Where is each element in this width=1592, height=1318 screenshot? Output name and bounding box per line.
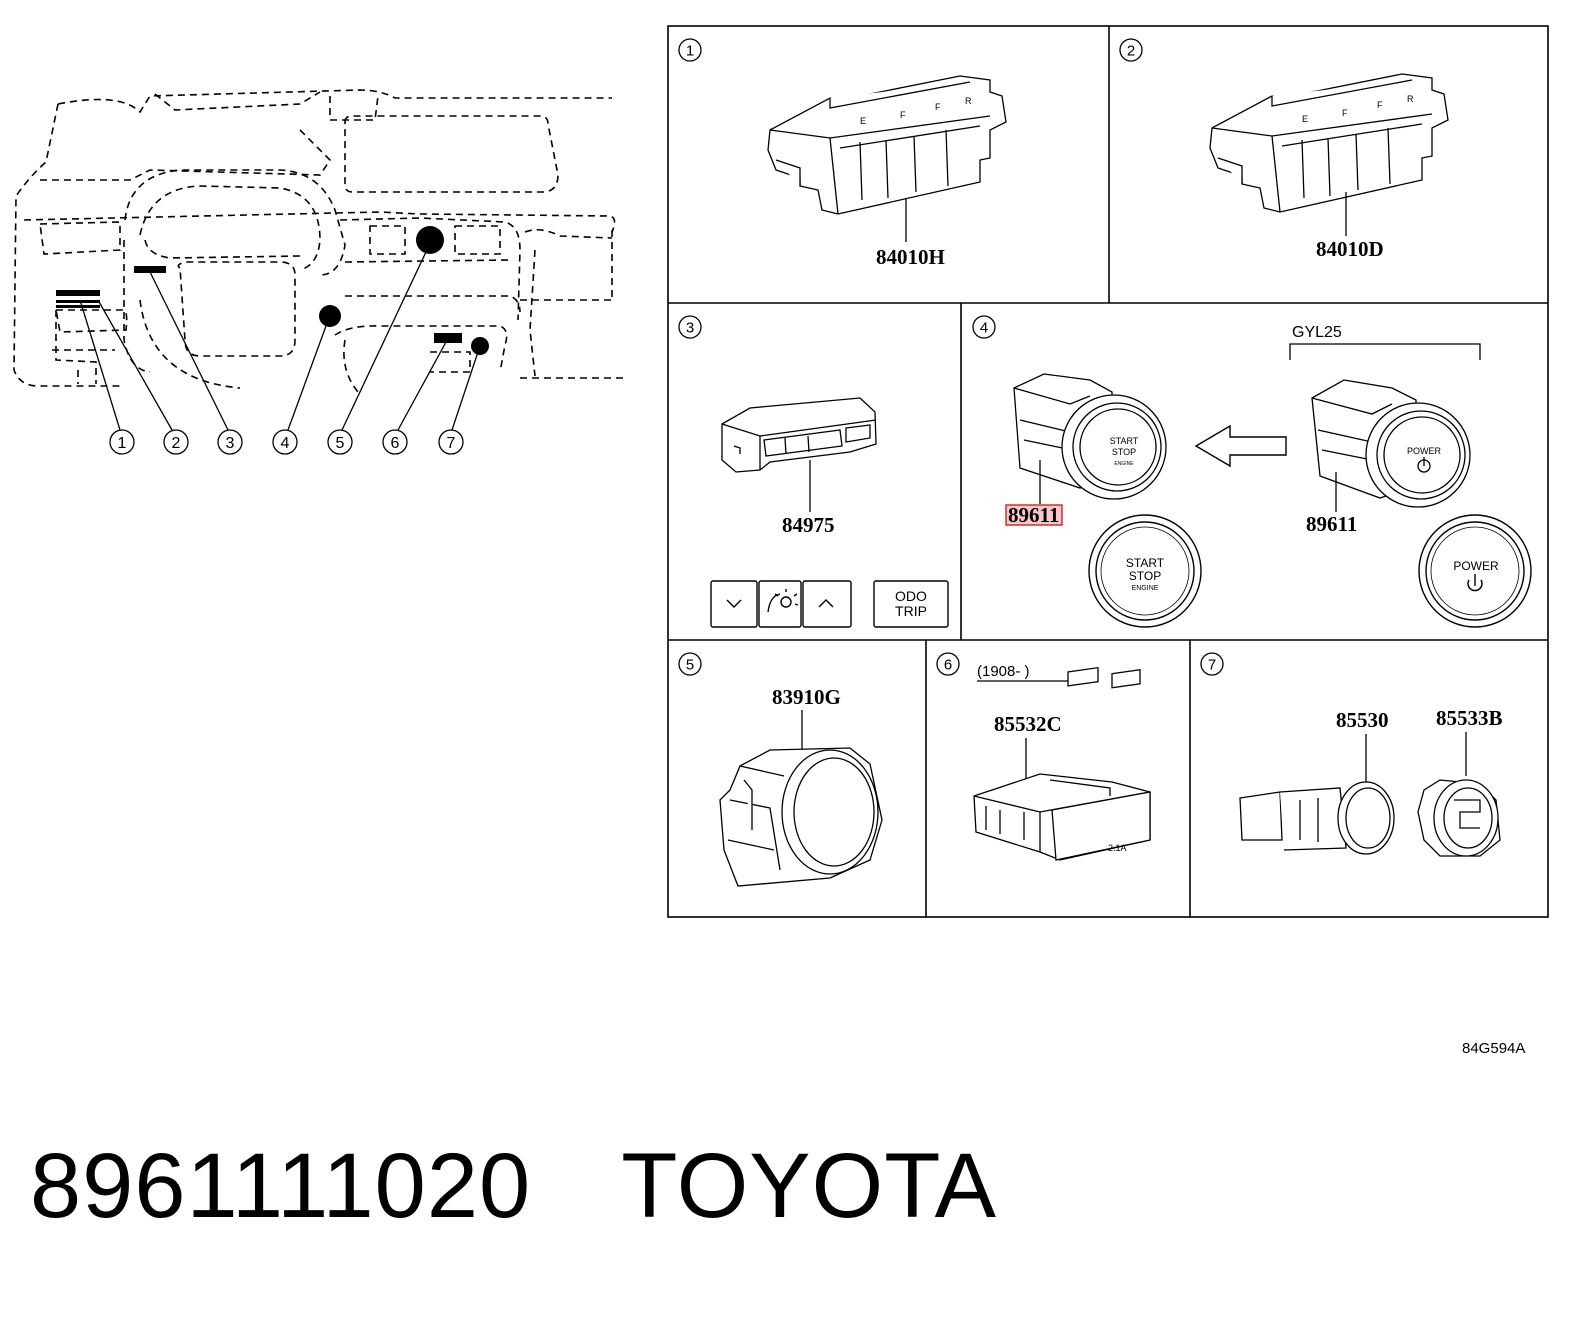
panel-number-4: 4 [972,315,996,339]
usb-charger-drawing [973,666,1151,861]
start-stop-face [1088,514,1202,628]
overview-callout-7-text: 7 [447,435,456,452]
overview-callout-5-text: 5 [336,435,345,452]
switch-block-84010H-drawing: E F F R [767,75,1007,215]
dashboard-markers [56,226,489,355]
overview-callout-5: 5 [327,429,353,455]
overview-callout-2-text: 2 [172,435,181,452]
power-icon [1467,579,1483,592]
engine-text-small: ENGINE [1114,461,1134,467]
panel-number-6: 6 [936,652,960,676]
overview-callout-7: 7 [438,429,464,455]
date-note: (1908- ) [977,663,1030,680]
part-label-84010H: 84010H [876,245,945,269]
overview-callout-4-text: 4 [281,435,290,452]
odo-label: ODO [895,588,927,604]
start-text-small: START [1110,436,1139,446]
panel-number-1-text: 1 [686,42,694,59]
overview-callout-6: 6 [382,429,408,455]
variant-label-gyl25: GYL25 [1292,324,1342,341]
overview-callout-3: 3 [217,429,243,455]
overview-callout-4: 4 [272,429,298,455]
combination-meter-drawing [719,747,883,887]
dimmer-icon [767,589,799,613]
power-text-small: POWER [1407,446,1442,456]
part-label-85533B: 85533B [1436,706,1503,730]
power-face [1418,514,1532,628]
part-label-85530: 85530 [1336,708,1389,732]
panel-number-2: 2 [1119,38,1143,62]
drawing-code: 84G594A [1462,1040,1526,1057]
part-label-89611-highlighted: 89611 [1008,503,1059,527]
outlet-socket-drawing [1417,779,1501,857]
overview-callout-1-text: 1 [118,435,127,452]
engine-text: ENGINE [1132,585,1159,592]
panel-number-5: 5 [678,652,702,676]
chevron-up-icon [818,599,834,608]
svg-text:E: E [860,116,866,126]
overview-callout-1: 1 [109,429,135,455]
panel-number-3: 3 [678,315,702,339]
panel-number-1: 1 [678,38,702,62]
overview-callout-6-text: 6 [391,435,400,452]
dashboard-overview [13,89,628,393]
stop-text-small: STOP [1112,447,1136,457]
svg-text:F: F [935,102,941,112]
start-text: START [1126,556,1165,570]
svg-text:F: F [900,110,906,120]
svg-text:F: F [1342,108,1348,118]
panel-number-4-text: 4 [980,319,988,336]
start-stop-switch-drawing [1013,373,1167,500]
trip-label: TRIP [895,603,927,619]
highlight-box [1005,504,1063,526]
power-outlet-drawing [1239,781,1395,855]
part-label-85532C: 85532C [994,712,1062,736]
part-label-83910G: 83910G [772,685,841,709]
panel-numbers: 1 2 3 4 5 6 7 [678,38,1224,676]
chevron-down-icon [726,599,742,608]
panel-number-2-text: 2 [1127,42,1135,59]
svg-text:R: R [965,96,972,106]
part-label-89611: 89611 [1306,512,1357,536]
panel-number-6-text: 6 [944,656,952,673]
svg-text:F: F [1377,100,1383,110]
switch-block-84010D-drawing: E F F R [1209,73,1449,213]
overview-callout-2: 2 [163,429,189,455]
panel-number-3-text: 3 [686,319,694,336]
stop-text: STOP [1129,569,1161,583]
usb-rating-text: 2.1A [1108,843,1127,853]
dashboard-leaders [79,251,479,431]
part-label-84010D: 84010D [1316,237,1384,261]
variant-bracket [1289,343,1481,360]
power-text: POWER [1453,559,1499,573]
overview-callouts: 1 2 3 4 5 6 7 [109,429,464,455]
meter-buttons [710,580,949,628]
odo-trip-button-illustration [873,580,949,628]
panel-number-7-text: 7 [1208,656,1216,673]
up-button-illustration [802,580,852,628]
overview-callout-3-text: 3 [226,435,235,452]
illumination-button-illustration [758,580,802,628]
down-button-illustration [710,580,758,628]
arrow-left-icon [1194,424,1287,468]
part-label-84975: 84975 [782,513,835,537]
footer-part-number: 8961111020 [30,1135,532,1237]
svg-text:R: R [1407,94,1414,104]
meter-switch-84975-drawing [721,397,877,473]
panel-grid [667,25,1549,918]
power-switch-drawing [1311,379,1471,508]
panel-number-7: 7 [1200,652,1224,676]
svg-text:E: E [1302,114,1308,124]
panel-number-5-text: 5 [686,656,694,673]
footer-brand: TOYOTA [621,1135,997,1237]
